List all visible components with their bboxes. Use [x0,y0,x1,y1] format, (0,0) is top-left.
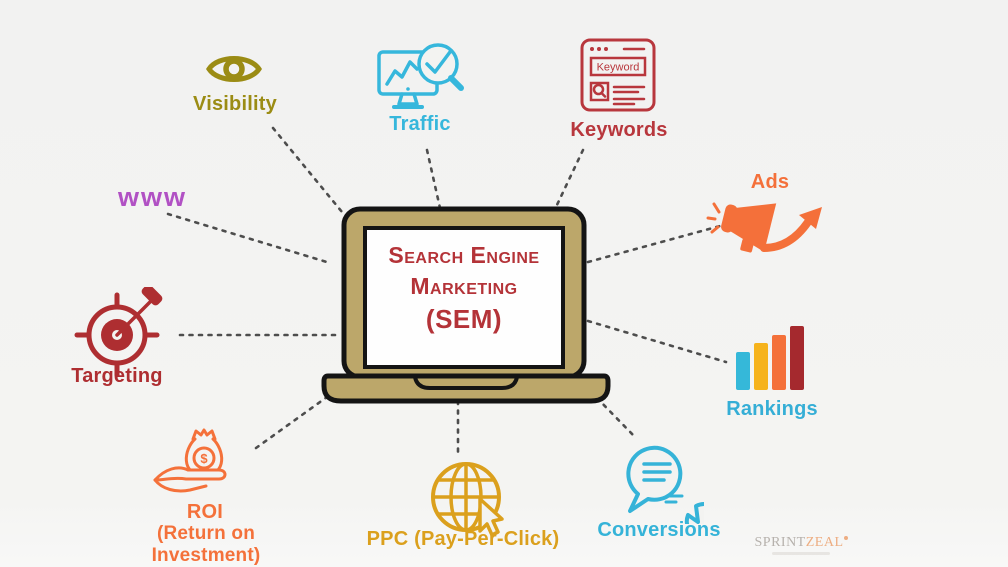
ppc-label: PPC (Pay-Per-Click) [366,528,560,550]
watermark-tagline [772,552,830,555]
globe-cursor-icon [431,462,504,537]
chat-bubbles-icon [626,445,704,524]
money-bag-hand-icon: $ [153,428,227,493]
watermark-brand-part2: ZEAL [805,535,844,550]
visibility-label: Visibility [193,93,277,115]
browser-keyword-icon: Keyword [580,38,656,112]
keywords-label: Keywords [570,119,668,141]
ads-label: Ads [750,171,790,193]
roi-label: ROI [186,501,224,523]
connector-visibility [271,126,344,214]
conversions-label: Conversions [597,519,721,541]
connector-traffic [425,148,442,210]
screen-title-acronym: (SEM) [425,304,503,334]
connector-keywords [554,148,585,209]
connector-conversions [595,396,638,440]
targeting-label: Targeting [71,365,163,387]
bar-chart-icon [736,326,804,390]
watermark-brand-part1: SPRINT [754,535,806,550]
www-label: www [118,182,188,212]
eye-icon [206,56,262,82]
laptop-screen-title: Search Engine Marketing (SEM) [365,240,563,336]
connector-www [166,212,332,265]
connector-ads [586,224,722,264]
monitor-search-icon [377,43,464,109]
dollar-sign-text: $ [200,451,208,466]
rankings-label: Rankings [726,398,818,420]
target-dart-icon [74,287,163,377]
screen-title-line2: Marketing [410,273,518,299]
screen-title-line1: Search Engine [388,242,540,268]
traffic-label: Traffic [389,113,451,135]
watermark-logo: SPRINTZEAL [746,535,856,555]
laptop-icon [321,206,611,404]
watermark-dot-icon [843,536,848,540]
megaphone-growth-arrow-icon [706,202,822,253]
roi-sublabel: (Return on Investment) [151,523,261,566]
keyword-box-text: Keyword [597,62,640,74]
